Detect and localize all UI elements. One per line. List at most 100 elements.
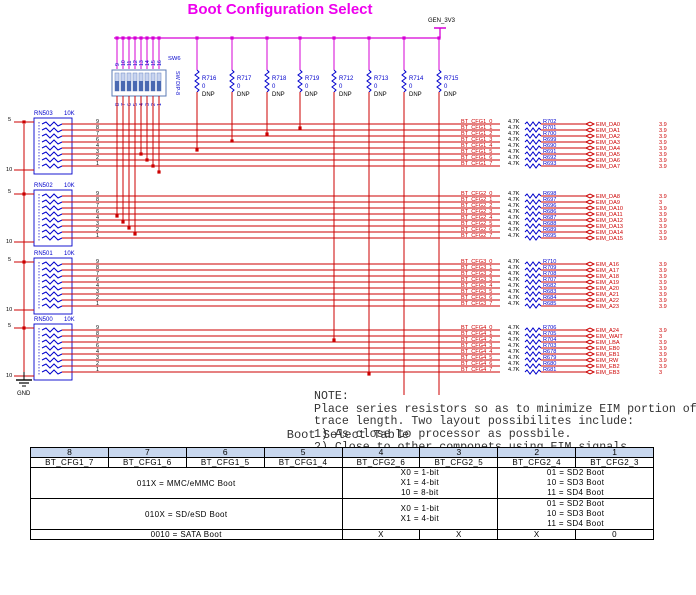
dip-switch-pin: 5 [133,103,139,106]
junction-dot [265,132,269,136]
eim-signal-label: EIM_A21 [596,292,619,298]
pullup-note: DNP [374,92,387,98]
resistor-network-element [41,145,63,151]
resistor-network-element [41,223,63,229]
resistor-network-ref: RN502 [34,183,53,189]
dip-switch-pin: 15 [151,60,157,66]
table-row-sata: 0010 = SATA Boot X X X 0 [30,529,654,540]
mmc-port-option: 10 = SD3 Boot [546,478,605,487]
dip-switch-knob [151,81,155,91]
column-signal: BT_CFG2_6 [341,457,421,468]
resistor-network-element [41,217,63,223]
series-resistor [524,297,542,303]
signal-voltage: 3 [659,200,662,206]
series-res-ref: R695 [543,233,556,239]
series-res-value: 4.7K [508,301,520,307]
junction-dot [115,214,119,218]
sata-value: X [497,529,577,540]
note-title: NOTE: [314,390,349,403]
series-res-value: 4.7K [508,283,520,289]
table-title: Boot Select Table [286,428,410,442]
net-label: BT_CFG2_4 [461,215,492,221]
series-res-ref: R691 [543,149,556,155]
sd-port-option: 10 = SD3 Boot [546,509,605,518]
series-res-value: 4.7K [508,367,520,373]
series-resistor [524,145,542,151]
port-arrow [585,261,596,267]
resistor-network-element [41,133,63,139]
series-res-value: 4.7K [508,343,520,349]
port-arrow [585,139,596,145]
resistor-network-pin: 10 [6,373,12,379]
pullup-resistor [264,69,270,93]
eim-signal-label: EIM_A18 [596,274,619,280]
resistor-network-pin: 4 [96,349,99,355]
signal-voltage: 3.9 [659,194,667,200]
net-label: BT_CFG2_2 [461,203,492,209]
series-res-ref: R682 [543,283,556,289]
resistor-network-pin: 9 [96,191,99,197]
eim-signal-label: EIM_DA4 [596,146,620,152]
signal-voltage: 3.9 [659,122,667,128]
column-signal: BT_CFG1_6 [107,457,187,468]
sd-width-cell: X0 = 1-bit X1 = 4-bit [341,498,499,530]
series-resistor [524,303,542,309]
resistor-network-element [41,157,63,163]
signal-voltage: 3.9 [659,292,667,298]
series-res-ref: R698 [543,191,556,197]
series-res-value: 4.7K [508,209,520,215]
series-res-value: 4.7K [508,203,520,209]
column-number: 1 [575,447,654,458]
pullup-value: 0 [409,84,413,90]
resistor-network-pin: 2 [96,155,99,161]
eim-signal-label: EIM_DA7 [596,164,620,170]
note: NOTE: Place series resistors so as to mi… [314,390,696,455]
resistor-network-pin: 8 [96,197,99,203]
series-res-value: 4.7K [508,349,520,355]
resistor-network-pin: 5 [8,323,11,329]
dip-switch-pin: 6 [127,103,133,106]
dip-switch-pin: 14 [145,60,151,66]
resistor-network-element [41,345,63,351]
port-arrow [585,285,596,291]
resistor-network-pin: 1 [96,161,99,167]
junction-dot [22,326,26,330]
series-res-ref: R683 [543,289,556,295]
resistor-network-element [41,351,63,357]
port-arrow [585,279,596,285]
resistor-network-element [41,363,63,369]
port-arrow [585,151,596,157]
net-label: BT_CFG2_5 [461,221,492,227]
series-resistor [524,345,542,351]
series-res-ref: R697 [543,197,556,203]
series-res-ref: R687 [543,215,556,221]
signal-voltage: 3.9 [659,328,667,334]
series-res-value: 4.7K [508,337,520,343]
series-res-value: 4.7K [508,161,520,167]
signal-voltage: 3.9 [659,128,667,134]
net-label: BT_CFG1_0 [461,119,492,125]
resistor-network-element [41,163,63,169]
series-res-ref: R705 [543,331,556,337]
dip-switch-ref: SW6 [168,56,181,62]
resistor-network-pin: 8 [96,265,99,271]
resistor-network-element [41,211,63,217]
port-arrow [585,199,596,205]
eim-signal-label: EIM_A16 [596,262,619,268]
eim-signal-label: EIM_DA12 [596,218,623,224]
port-arrow [585,303,596,309]
resistor-network-element [41,369,63,375]
signal-voltage: 3.9 [659,268,667,274]
dip-switch-knob [157,81,161,91]
resistor-network-pin: 2 [96,295,99,301]
mmc-boot-cell: 011X = MMC/eMMC Boot [30,467,343,499]
series-res-ref: R679 [543,355,556,361]
eim-signal-label: EIM_DA14 [596,230,623,236]
series-res-ref: R709 [543,265,556,271]
mmc-width-option: 10 = 8-bit [401,488,439,497]
junction-dot [127,226,131,230]
series-res-ref: R701 [543,125,556,131]
eim-signal-label: EIM_DA6 [596,158,620,164]
signal-voltage: 3.9 [659,340,667,346]
signal-voltage: 3.9 [659,346,667,352]
